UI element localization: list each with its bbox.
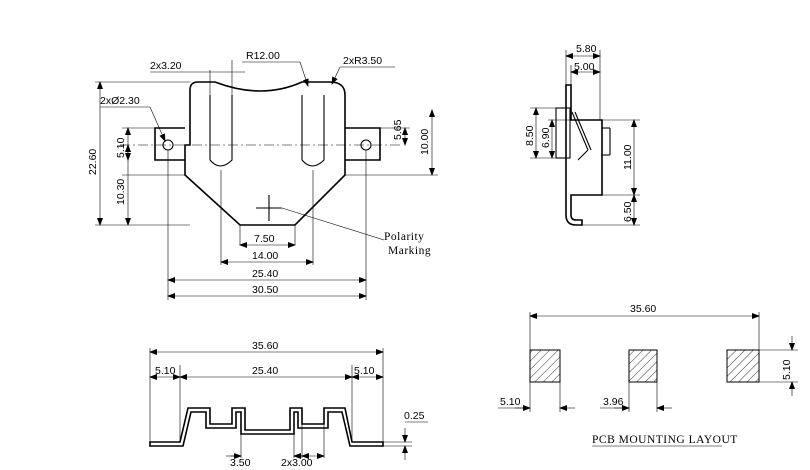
dim-corner-radius: 2xR3.50 — [343, 55, 382, 67]
dim-front-overall: 35.60 — [252, 340, 278, 352]
dim-side-850: 8.50 — [524, 125, 536, 146]
front-profile — [149, 407, 384, 447]
dim-side-500: 5.00 — [574, 61, 595, 73]
dim-front-center-span: 25.40 — [252, 365, 278, 377]
left-contact-slot — [209, 95, 233, 167]
dim-overall-height: 22.60 — [87, 149, 99, 175]
dim-bottom-flat: 7.50 — [254, 233, 275, 245]
holder-body-outline — [184, 81, 346, 226]
side-battery-body — [555, 107, 571, 159]
dim-pcb-overall: 35.60 — [630, 303, 656, 315]
dim-front-tabs: 2x3.00 — [281, 457, 313, 469]
front-view: 35.60 5.10 25.40 5.10 0.25 3.50 2x3.00 — [149, 340, 428, 469]
dim-side-690: 6.90 — [540, 127, 552, 148]
dim-right-slot: 5.65 — [392, 119, 404, 140]
dim-pcb-pad-height: 5.10 — [781, 359, 793, 380]
right-contact-slot — [301, 95, 325, 167]
pcb-pad-right — [726, 349, 760, 383]
pcb-pad-center — [628, 349, 658, 383]
dim-side-1100: 11.00 — [622, 144, 634, 170]
dim-side-650: 6.50 — [622, 201, 634, 222]
dim-front-right-lead: 5.10 — [354, 365, 375, 377]
polarity-label-line2: Marking — [388, 245, 431, 257]
dim-pcb-pad-width: 5.10 — [500, 396, 521, 408]
pcb-pad-left — [529, 349, 561, 383]
dim-front-thickness: 0.25 — [404, 410, 425, 422]
side-view: 5.80 5.00 8.50 6.90 11.00 6.50 — [524, 43, 640, 226]
dim-front-left-lead: 5.10 — [155, 365, 176, 377]
right-mounting-tab — [345, 127, 381, 161]
dim-right-height: 10.00 — [419, 129, 431, 155]
side-contact-spring — [571, 111, 589, 151]
polarity-label-line1: Polarity — [384, 231, 424, 243]
dim-front-center-width: 3.50 — [230, 457, 251, 469]
dim-width-30: 30.50 — [252, 284, 278, 296]
left-mounting-tab — [154, 127, 185, 161]
dim-lower-height: 10.30 — [115, 179, 127, 205]
dim-top-radius: R12.00 — [246, 50, 280, 62]
dim-side-580: 5.80 — [576, 43, 597, 55]
pcb-layout: 35.60 5.10 3.96 5.10 PCB MOUNTING LAYOUT — [498, 303, 798, 447]
side-profile — [565, 84, 603, 226]
top-view: 2x3.20 R12.00 2xR3.50 2xØ2.30 22.60 5.10… — [87, 50, 438, 300]
polarity-leader — [281, 207, 385, 241]
dim-slot-width: 2x3.20 — [150, 60, 182, 72]
pcb-layout-title: PCB MOUNTING LAYOUT — [592, 434, 738, 446]
dim-hole-offset: 5.10 — [115, 137, 127, 158]
dim-width-25: 25.40 — [252, 268, 278, 280]
dim-pcb-center-pad: 3.96 — [603, 396, 624, 408]
dim-hole-diameter: 2xØ2.30 — [100, 95, 140, 107]
dim-width-14: 14.00 — [252, 250, 278, 262]
